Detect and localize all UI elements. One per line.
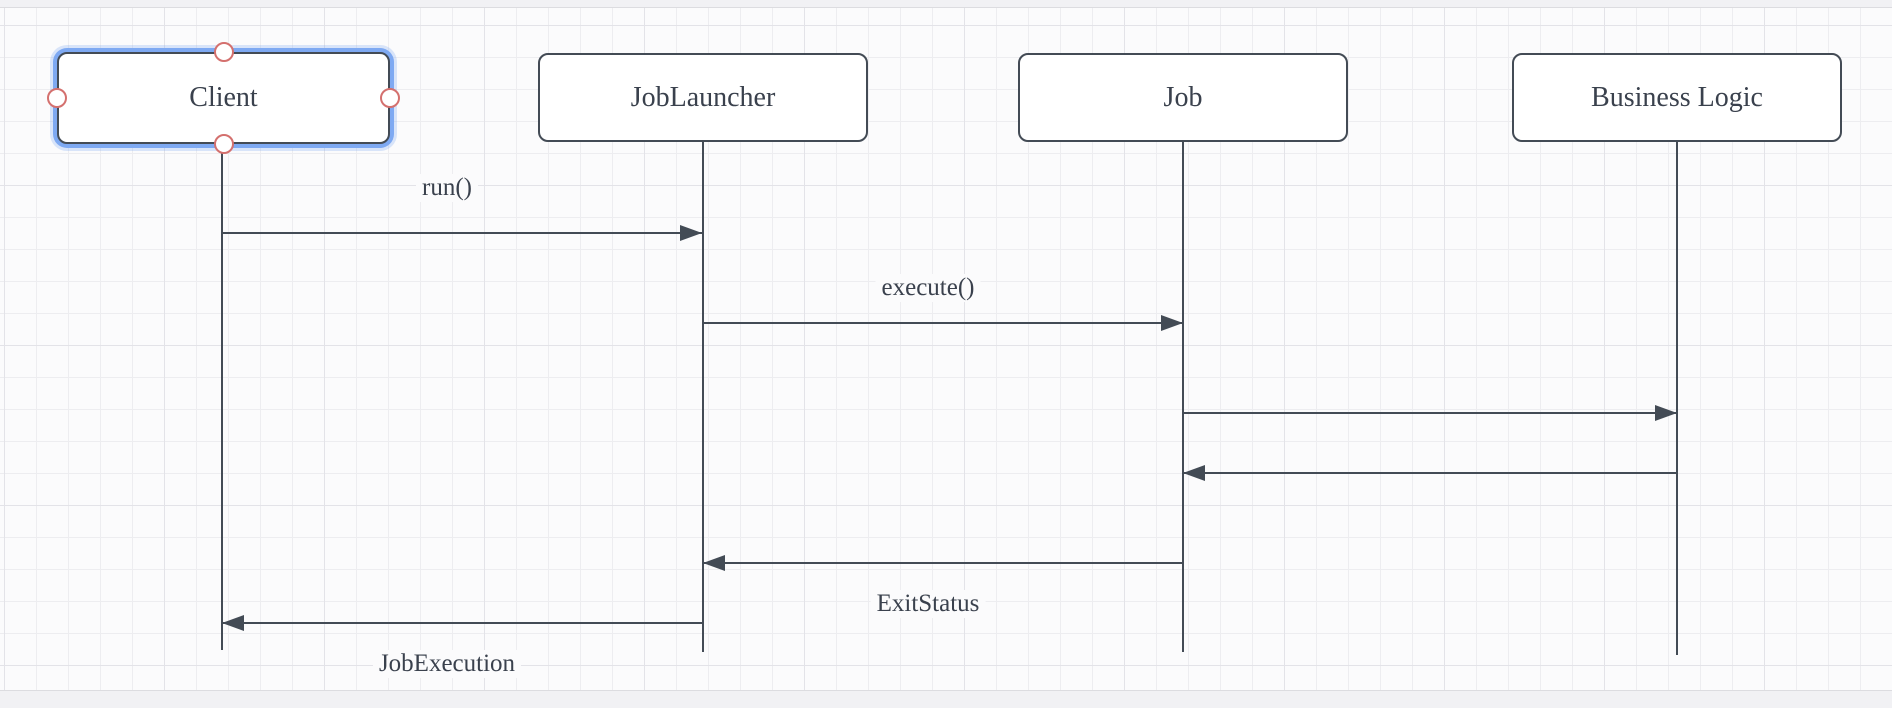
message-label-exit-status[interactable]: ExitStatus: [870, 590, 986, 618]
lifeline-business-logic[interactable]: [1676, 140, 1678, 655]
message-label-run[interactable]: run(): [416, 174, 478, 202]
actor-box-job-launcher[interactable]: JobLauncher: [538, 53, 868, 142]
actor-box-job[interactable]: Job: [1018, 53, 1348, 142]
arrowhead-job-execution-icon: [222, 615, 244, 631]
connection-handle-top[interactable]: [213, 42, 234, 62]
message-line-return-business-logic[interactable]: [1183, 472, 1677, 474]
arrowhead-return-business-logic-icon: [1183, 465, 1205, 481]
lifeline-job[interactable]: [1182, 140, 1184, 652]
actor-box-business-logic[interactable]: Business Logic: [1512, 53, 1842, 142]
arrowhead-execute-icon: [1161, 315, 1183, 331]
message-line-call-business-logic[interactable]: [1183, 412, 1677, 414]
message-line-exit-status[interactable]: [703, 562, 1183, 564]
connection-handle-left[interactable]: [47, 88, 67, 108]
actor-label-business-logic: Business Logic: [1591, 81, 1763, 113]
lifeline-client[interactable]: [221, 142, 223, 650]
page-boundary-top: [0, 0, 1892, 8]
actor-label-job: Job: [1163, 81, 1203, 113]
message-line-run[interactable]: [222, 232, 702, 234]
page-boundary-bottom: [0, 690, 1892, 708]
actor-label-client: Client: [189, 82, 258, 113]
message-line-execute[interactable]: [703, 322, 1183, 324]
connection-handle-bottom[interactable]: [213, 134, 234, 154]
arrowhead-exit-status-icon: [703, 555, 725, 571]
actor-label-job-launcher: JobLauncher: [630, 81, 776, 113]
connection-handle-right[interactable]: [380, 88, 400, 108]
lifeline-job-launcher[interactable]: [702, 140, 704, 652]
arrowhead-call-business-logic-icon: [1655, 405, 1677, 421]
actor-box-client[interactable]: Client: [57, 52, 390, 144]
message-label-execute[interactable]: execute(): [875, 274, 981, 302]
message-line-job-execution[interactable]: [222, 622, 703, 624]
message-label-job-execution[interactable]: JobExecution: [372, 650, 522, 678]
arrowhead-run-icon: [680, 225, 702, 241]
